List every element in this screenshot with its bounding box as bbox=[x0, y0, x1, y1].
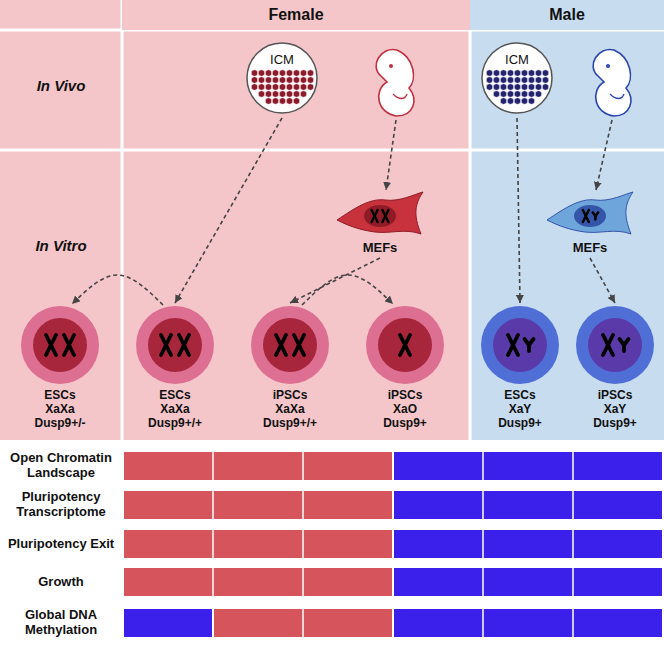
node-text: MEFs bbox=[335, 240, 425, 255]
embryo-illustration bbox=[376, 49, 414, 116]
icm-circle: ICM bbox=[245, 41, 319, 115]
stem-cell: iPSCs XaXa Dusp9+/+ bbox=[250, 305, 330, 430]
node-text: ICM bbox=[245, 41, 319, 67]
node-text: Female bbox=[268, 6, 323, 24]
property-label: Growth bbox=[6, 575, 116, 590]
cell-illustration bbox=[135, 305, 215, 385]
row-label: In Vitro bbox=[4, 237, 118, 254]
node-text: Male bbox=[549, 6, 585, 24]
header-band: Male bbox=[470, 0, 664, 30]
derivation-arrow bbox=[290, 258, 380, 303]
node-text: iPSCs XaO Dusp9+ bbox=[367, 388, 443, 430]
cell-illustration bbox=[365, 305, 445, 385]
derivation-arrow bbox=[302, 275, 393, 305]
derivation-arrow bbox=[386, 120, 396, 190]
derivation-arrow bbox=[590, 258, 615, 303]
derivation-arrow bbox=[72, 275, 163, 305]
cell-illustration bbox=[20, 305, 100, 385]
property-label: Pluripotency Transcriptome bbox=[6, 490, 116, 520]
stem-cell: ESCs XaXa Dusp9+/+ bbox=[135, 305, 215, 430]
derivation-arrow bbox=[175, 118, 282, 303]
mef-cell: MEFs bbox=[335, 190, 425, 255]
column-divider bbox=[469, 0, 472, 440]
cell-illustration bbox=[250, 305, 330, 385]
node-text: ESCs XaXa Dusp9+/+ bbox=[137, 388, 213, 430]
property-label: Pluripotency Exit bbox=[6, 537, 116, 552]
node-text: iPSCs XaXa Dusp9+/+ bbox=[252, 388, 328, 430]
fibroblast-illustration bbox=[335, 190, 425, 240]
female-panel bbox=[0, 0, 470, 440]
derivation-arrow bbox=[596, 120, 612, 190]
node-text: ESCs XaY Dusp9+ bbox=[482, 388, 558, 430]
icm-circle: ICM bbox=[480, 41, 554, 115]
summary-bars bbox=[124, 450, 662, 640]
property-label: Global DNA Methylation bbox=[6, 608, 116, 638]
cell-illustration bbox=[480, 305, 560, 385]
row-label: In Vivo bbox=[4, 77, 118, 94]
stem-cell: iPSCs XaO Dusp9+ bbox=[365, 305, 445, 430]
mef-cell: MEFs bbox=[545, 190, 635, 255]
stem-cell: ESCs XaXa Dusp9+/- bbox=[20, 305, 100, 430]
stem-cell: iPSCs XaY Dusp9+ bbox=[575, 305, 655, 430]
node-text: ESCs XaXa Dusp9+/- bbox=[22, 388, 98, 430]
node-text: iPSCs XaY Dusp9+ bbox=[577, 388, 653, 430]
column-divider bbox=[121, 0, 124, 440]
male-panel bbox=[470, 0, 664, 440]
node-text: ICM bbox=[480, 41, 554, 67]
header-band: Female bbox=[122, 0, 470, 30]
embryo-illustration bbox=[593, 49, 631, 116]
property-label: Open Chromatin Landscape bbox=[6, 451, 116, 481]
fibroblast-illustration bbox=[545, 190, 635, 240]
node-text: MEFs bbox=[545, 240, 635, 255]
derivation-arrow bbox=[517, 118, 520, 303]
stem-cell: ESCs XaY Dusp9+ bbox=[480, 305, 560, 430]
row-divider bbox=[0, 149, 664, 152]
cell-illustration bbox=[575, 305, 655, 385]
